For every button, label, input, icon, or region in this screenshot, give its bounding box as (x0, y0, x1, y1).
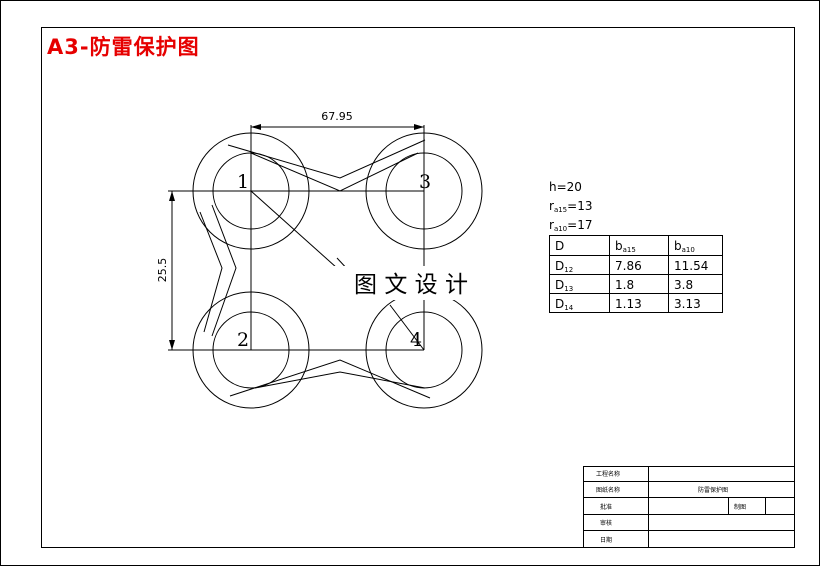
table-header-b10: ba10 (674, 239, 695, 254)
radius-line (250, 190, 338, 269)
table-row-d12: D12 (555, 259, 573, 274)
dimension-arrows (169, 124, 424, 350)
drawing-title: A3-防雷保护图 (47, 35, 200, 59)
left-boundary-inner (211, 204, 237, 337)
table-cell-d14-b10: 3.13 (674, 297, 701, 311)
circle-label-1: 1 (237, 171, 249, 193)
param-r15: ra15=13 (549, 199, 592, 214)
circle-label-2: 2 (237, 329, 249, 351)
title-block-grid (583, 466, 795, 548)
param-table-grid (549, 235, 723, 313)
table-cell-d13-b15: 1.8 (615, 278, 634, 292)
title-block-drawing-name-label: 图纸名称 (596, 486, 620, 494)
top-boundary-outer (227, 139, 426, 179)
table-cell-d12-b15: 7.86 (615, 259, 642, 273)
dim-arrow-right (414, 124, 424, 130)
dim-arrow-top (169, 191, 175, 201)
table-row-d14: D14 (555, 297, 574, 312)
title-block: 工程名称 图纸名称 防雷保护图 批准 制图 审核 日期 (596, 470, 746, 544)
left-boundary-outer (199, 211, 223, 333)
bottom-boundary-outer (229, 359, 431, 399)
title-block-review: 审核 (600, 519, 612, 527)
table-header-b15: ba15 (615, 239, 636, 254)
param-h: h=20 (549, 180, 582, 194)
table-row-d13: D13 (555, 278, 573, 293)
table-cell-d14-b15: 1.13 (615, 297, 642, 311)
title-block-project-name: 工程名称 (596, 470, 620, 478)
title-block-date: 日期 (600, 536, 612, 544)
circle-label-4: 4 (410, 329, 422, 351)
inner-frame (41, 27, 795, 548)
dim-arrow-bottom (169, 340, 175, 350)
param-r10: ra10=17 (549, 218, 592, 233)
watermark-text: 图 文 设 计 (354, 272, 468, 298)
dim-arrow-left (251, 124, 261, 130)
title-block-drawing-name-value: 防雷保护图 (698, 486, 728, 494)
title-block-draw: 制图 (734, 503, 746, 511)
circle-label-3: 3 (419, 171, 431, 193)
bottom-boundary-inner (254, 371, 426, 389)
title-block-approve: 批准 (600, 503, 612, 511)
param-table: D ba15 ba10 D12 7.86 11.54 D13 1.8 3.8 D… (555, 239, 708, 312)
table-cell-d13-b10: 3.8 (674, 278, 693, 292)
radius-line-end (389, 304, 425, 351)
dim-width-text: 67.95 (321, 110, 353, 123)
table-cell-d12-b10: 11.54 (674, 259, 708, 273)
dim-height-text: 25.5 (156, 258, 169, 283)
protection-diagram (168, 125, 483, 409)
watermark-background (332, 266, 490, 300)
table-header-d: D (555, 239, 564, 253)
